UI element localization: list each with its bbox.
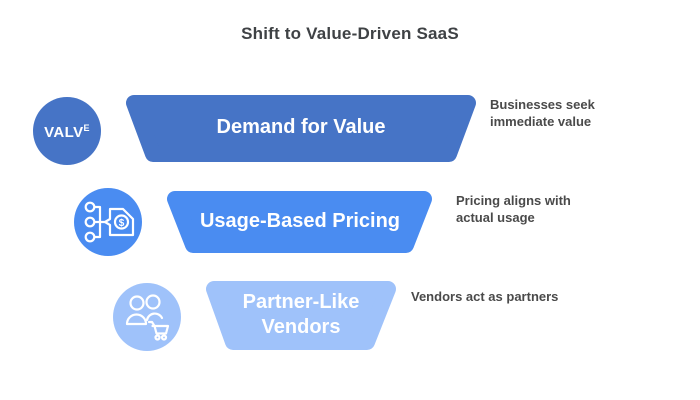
funnel-stage-1-shape [126,95,476,162]
value-badge-word: VALV [44,124,84,141]
nodes-price-tag-circle [74,188,142,256]
page-title: Shift to Value-Driven SaaS [241,24,459,43]
funnel-stage-3-shape [206,281,396,350]
stage-3-note: Vendors act as partners [411,289,559,304]
dollar-glyph: $ [119,218,125,229]
stage-1-note: Businesses seek immediate value [490,97,595,129]
stage-3-label: Partner-Like Vendors [242,291,360,338]
value-badge-circle [33,97,101,165]
stage-2-label: Usage-Based Pricing [199,210,401,232]
people-shopping-cart-icon [125,294,170,341]
stage-1-label: Demand for Value [216,116,386,138]
nodes-price-tag-icon: $ [84,201,135,243]
value-badge-icon: VALVE [33,123,101,141]
value-badge-superscript: E [83,123,90,133]
funnel-stage-2-shape [167,191,432,253]
stage-2-note: Pricing aligns with actual usage [456,193,571,225]
